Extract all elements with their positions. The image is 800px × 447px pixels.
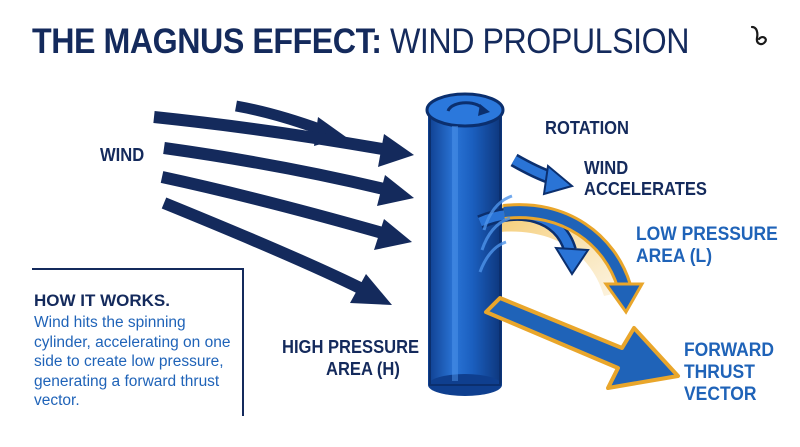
- rotation-label: ROTATION: [545, 118, 630, 138]
- wind-arrows: [153, 100, 414, 305]
- accelerate-arrow: [510, 153, 575, 196]
- how-it-works-box: HOW IT WORKS. Wind hits the spinning cyl…: [32, 268, 244, 416]
- page-title: THE MAGNUS EFFECT: WIND PROPULSION: [32, 22, 689, 62]
- flow-arrows: [477, 203, 645, 315]
- wind-label: WIND: [100, 145, 145, 165]
- title-light: WIND PROPULSION: [381, 22, 690, 61]
- forward-label-2: THRUST: [684, 362, 755, 383]
- low-pressure-label-1: LOW PRESSURE: [636, 224, 778, 245]
- wind-arrow-5: [161, 197, 392, 305]
- rotating-cylinder: [425, 92, 505, 396]
- forward-thrust-arrow: [484, 296, 680, 390]
- low-pressure-glow: [496, 204, 630, 296]
- wind-accelerates-label-1: WIND: [584, 158, 629, 178]
- wind-arrow-2: [153, 111, 414, 167]
- wind-accelerates-label-2: ACCELERATES: [584, 179, 707, 199]
- low-pressure-label-2: AREA (L): [636, 246, 713, 267]
- swirl-icon: [750, 25, 767, 46]
- flow-lines: [478, 194, 513, 273]
- wind-arrow-3: [163, 142, 414, 206]
- wind-arrow-4: [160, 171, 412, 250]
- forward-label-1: FORWARD: [684, 340, 774, 361]
- forward-label-3: VECTOR: [684, 384, 757, 405]
- high-pressure-label-2: AREA (H): [326, 359, 400, 379]
- title-bold: THE MAGNUS EFFECT:: [32, 22, 382, 61]
- how-it-works-body: Wind hits the spinning cylinder, acceler…: [34, 314, 231, 409]
- how-it-works-title: HOW IT WORKS.: [34, 291, 170, 310]
- high-pressure-label-1: HIGH PRESSURE: [282, 337, 420, 357]
